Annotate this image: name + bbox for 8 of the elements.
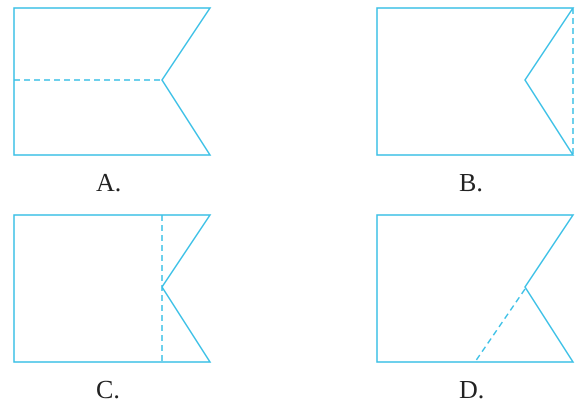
option-label: A. (96, 170, 122, 196)
option-label: D. (459, 377, 484, 403)
option-label: C. (96, 377, 120, 403)
flag-shape-drawing (375, 213, 575, 364)
flag-shape-drawing (12, 6, 212, 157)
option-label: B. (459, 170, 483, 196)
flag-shape-drawing (375, 6, 575, 157)
flag-shape-drawing (12, 213, 212, 364)
